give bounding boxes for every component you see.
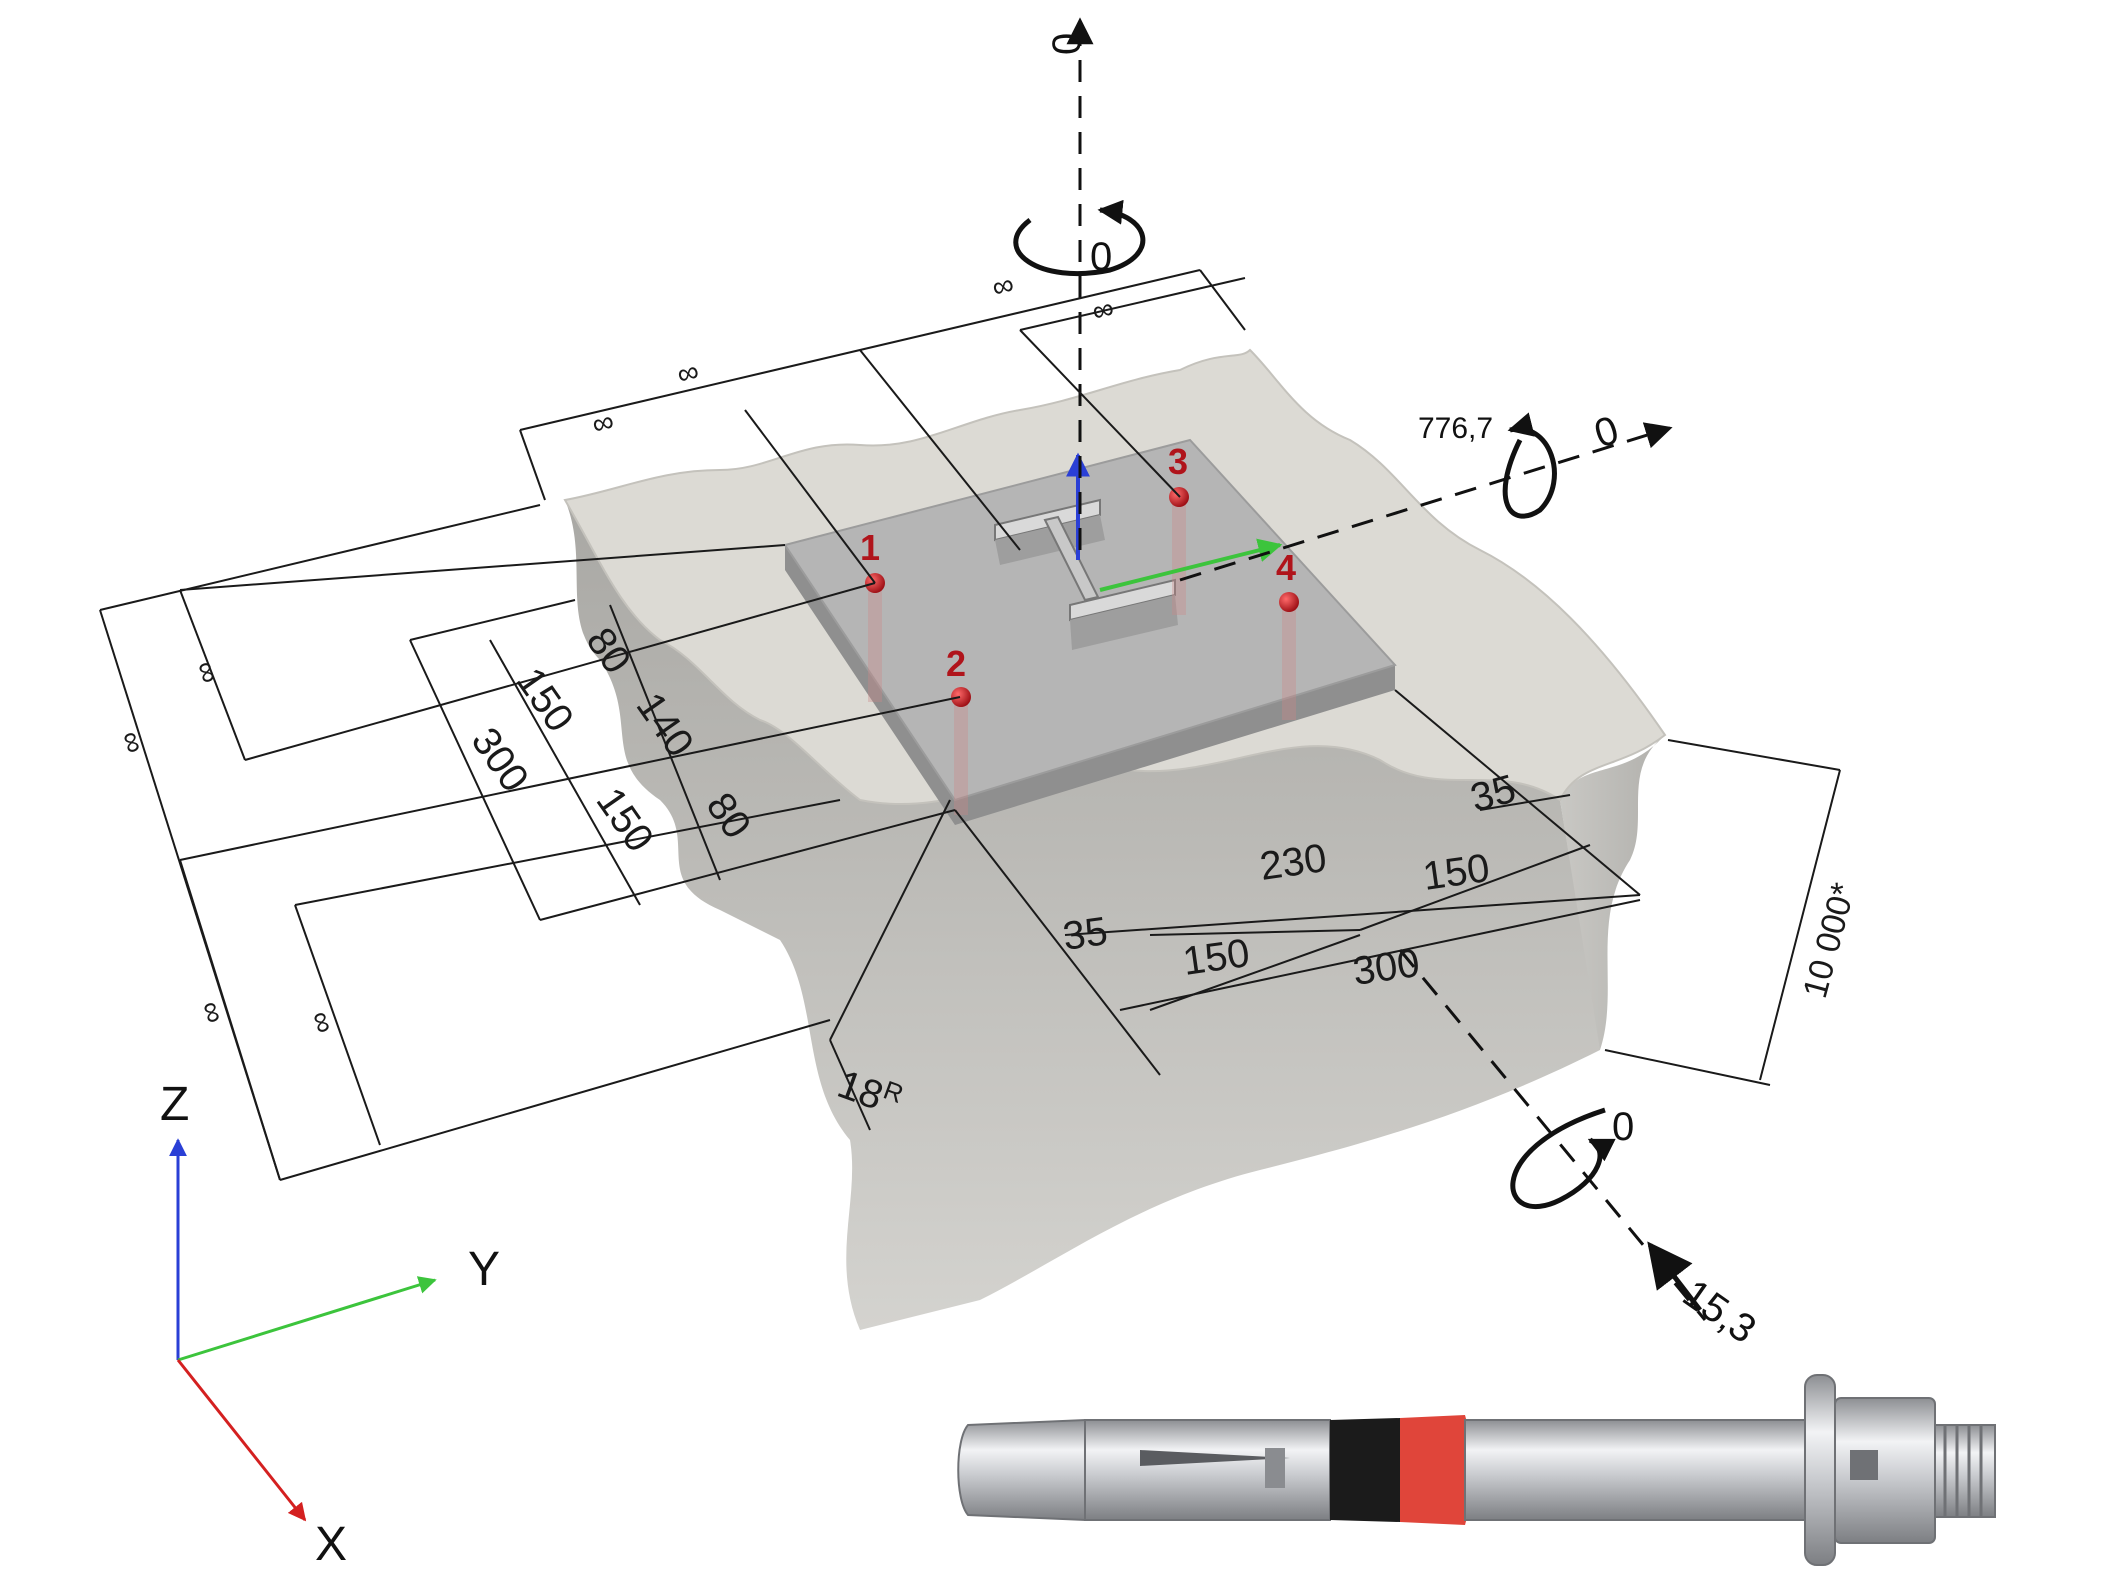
concrete-right-face: [1560, 735, 1665, 1050]
anchor-point-4[interactable]: [1279, 592, 1299, 612]
concrete-front-face: [565, 500, 1600, 1330]
dim-label-150-right: 150: [1420, 846, 1492, 899]
dim-label-150-left: 150: [1180, 931, 1252, 984]
y-axis: [177, 1276, 437, 1362]
dim-infinity-left-3: ∞: [193, 997, 231, 1028]
dim-label-150-upper: 150: [508, 660, 582, 740]
load-torsion-moment: 0: [1090, 235, 1112, 279]
dim-label-35-left: 35: [1060, 909, 1110, 959]
dim-infinity-left-2: ∞: [188, 657, 226, 688]
y-load-axis: [1179, 422, 1673, 582]
load-vertical-force: 0: [1045, 33, 1089, 55]
rotation-arrow-icon: [1510, 1107, 1616, 1209]
dim-infinity-top-1: ∞: [674, 355, 703, 392]
dim-infinity-top-3: ∞: [989, 268, 1018, 305]
dim-infinity-left-4: ∞: [303, 1007, 341, 1038]
dimension-lines-front: [829, 689, 1841, 1131]
dim-label-230: 230: [1257, 836, 1329, 889]
y-axis-label: Y: [468, 1243, 500, 1296]
load-moment-y: 776,7: [1418, 412, 1493, 445]
load-vector-y: [1099, 538, 1283, 592]
dim-label-300-front: 300: [1350, 941, 1422, 994]
anchor-label-2: 2: [946, 643, 966, 684]
i-beam-profile: [994, 498, 1178, 650]
coordinate-axes: Z Y X: [160, 1078, 500, 1571]
rotation-arrow-icon: [1013, 199, 1146, 277]
anchor-shafts: [868, 495, 1296, 815]
anchor-label-1: 1: [860, 527, 880, 568]
anchor-bolt-icon: [957, 1374, 1996, 1566]
x-axis-label: X: [315, 1518, 347, 1566]
anchor-point-2[interactable]: [951, 687, 971, 707]
load-force-x: 15,3: [1675, 1271, 1764, 1352]
load-axes: [1066, 17, 1707, 1321]
load-moment-x: 0: [1612, 1105, 1634, 1149]
anchor-label-3: 3: [1168, 441, 1188, 482]
plate-side: [785, 545, 1395, 825]
z-axis-label: Z: [160, 1078, 189, 1131]
dim-infinity-top-4: ∞: [1089, 292, 1118, 329]
dim-infinity-top-2: ∞: [589, 405, 618, 442]
anchor-label-4: 4: [1276, 547, 1296, 588]
load-force-y: 0: [1589, 408, 1624, 457]
rotation-arrow-icon: [1502, 412, 1557, 519]
dimension-lines-left: [99, 269, 1246, 1181]
x-axis: [176, 1359, 307, 1522]
force-x-arrow: [1647, 1241, 1702, 1312]
